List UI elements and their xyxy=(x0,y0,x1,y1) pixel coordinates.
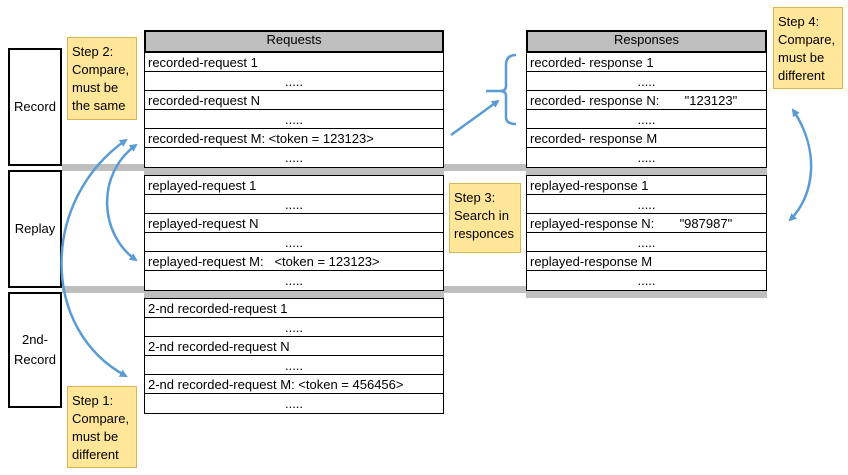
step2-note: Step 2: Compare, must be the same xyxy=(67,37,137,120)
step4-note: Step 4: Compare, must be different xyxy=(773,7,843,89)
separator-bar-middle xyxy=(444,164,526,171)
responses-replay-group: replayed-response 1 ..... replayed-respo… xyxy=(526,175,767,291)
separator-bar-left xyxy=(62,164,144,171)
request-row: recorded-request 1 xyxy=(145,53,443,72)
request-row: ..... xyxy=(284,273,304,288)
request-row: replayed-request M: <token = 123123> xyxy=(145,252,443,271)
phase-second-record-label: 2nd- Record xyxy=(14,332,56,367)
request-row: ..... xyxy=(145,356,443,375)
phase-replay: Replay xyxy=(8,170,62,288)
responses-table: Responses recorded- response 1 ..... rec… xyxy=(526,30,767,298)
response-row: ..... xyxy=(527,72,766,91)
request-row: recorded-request N xyxy=(145,91,443,110)
responses-header: Responses xyxy=(526,30,767,53)
request-row: ..... xyxy=(145,318,443,337)
response-row: ..... xyxy=(637,150,656,165)
request-row: ..... xyxy=(145,195,443,214)
phase-second-record: 2nd- Record xyxy=(8,292,62,408)
requests-header: Requests xyxy=(144,30,444,53)
step1-arrow xyxy=(60,138,128,378)
request-row: replayed-request N xyxy=(145,214,443,233)
phase-record-label: Record xyxy=(14,99,56,114)
responses-record-group: recorded- response 1 ..... recorded- res… xyxy=(526,53,767,168)
response-row: replayed-response 1 xyxy=(527,176,766,195)
request-row: ..... xyxy=(145,72,443,91)
request-row: ..... xyxy=(145,110,443,129)
step4-arrow xyxy=(788,108,813,222)
request-row: 2-nd recorded-request N xyxy=(145,337,443,356)
separator-bar-left xyxy=(62,286,144,293)
response-row: ..... xyxy=(527,110,766,129)
request-row: 2-nd recorded-request M: <token = 456456… xyxy=(145,375,443,394)
response-row: ..... xyxy=(527,233,766,252)
step3-arrow xyxy=(450,99,500,137)
phase-replay-label: Replay xyxy=(14,221,56,236)
response-row: recorded- response N: "123123" xyxy=(527,91,766,110)
section-separator xyxy=(526,168,767,175)
step2-arrow xyxy=(105,143,138,262)
separator-bar-middle xyxy=(444,286,526,293)
section-separator xyxy=(144,168,444,175)
request-row: 2-nd recorded-request 1 xyxy=(145,299,443,318)
request-row: recorded-request M: <token = 123123> xyxy=(145,129,443,148)
response-row: recorded- response M xyxy=(527,129,766,148)
section-separator xyxy=(526,291,767,298)
step1-note: Step 1: Compare, must be different xyxy=(67,386,137,468)
requests-second-record-group: 2-nd recorded-request 1 ..... 2-nd recor… xyxy=(144,298,444,414)
responses-brace xyxy=(486,53,517,126)
requests-record-group: recorded-request 1 ..... recorded-reques… xyxy=(144,53,444,168)
step3-note: Step 3: Search in responces xyxy=(449,183,521,253)
section-separator xyxy=(144,291,444,298)
request-row: ..... xyxy=(284,396,304,411)
response-row: replayed-response M xyxy=(527,252,766,271)
response-row: ..... xyxy=(637,273,656,288)
response-row: replayed-response N: "987987" xyxy=(527,214,766,233)
requests-table: Requests recorded-request 1 ..... record… xyxy=(144,30,444,414)
requests-replay-group: replayed-request 1 ..... replayed-reques… xyxy=(144,175,444,291)
phase-record: Record xyxy=(8,48,62,166)
request-row: ..... xyxy=(145,233,443,252)
response-row: recorded- response 1 xyxy=(527,53,766,72)
request-row: replayed-request 1 xyxy=(145,176,443,195)
request-row: ..... xyxy=(284,150,304,165)
response-row: ..... xyxy=(527,195,766,214)
